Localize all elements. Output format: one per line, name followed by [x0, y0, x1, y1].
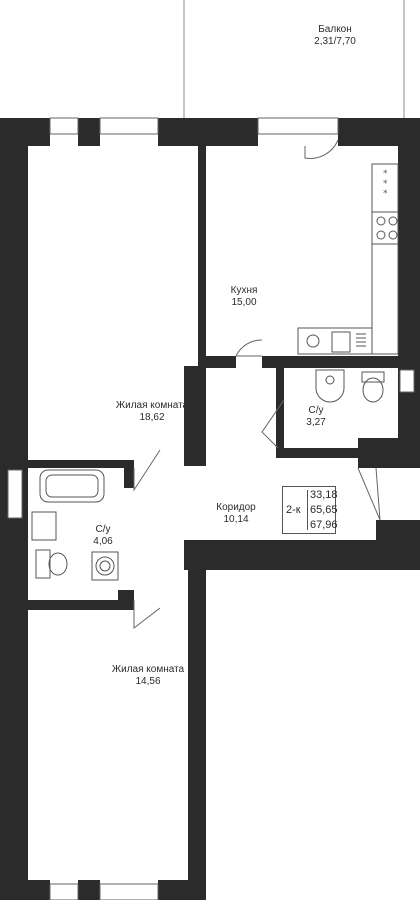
total-area-with-balcony: 67,96	[310, 519, 338, 531]
bathroom-2-label: С/у 4,06	[93, 524, 112, 548]
apartment-badge: 2-к 33,18 65,65 67,96	[282, 486, 338, 534]
balcony-name: Балкон	[318, 24, 352, 35]
kitchen-fixtures	[297, 163, 399, 355]
living-room-1-area: 18,62	[139, 412, 165, 423]
balcony-label: Балкон 2,31/7,70	[314, 24, 356, 48]
svg-text:*: *	[383, 179, 388, 189]
living-room-2-area: 14,56	[135, 676, 161, 687]
bathroom-1-label: С/у 3,27	[306, 405, 325, 429]
living-room-1-label: Жилая комната 18,62	[116, 400, 188, 424]
doors	[133, 139, 381, 630]
kitchen-area: 15,00	[231, 297, 257, 308]
exterior-walls	[0, 118, 420, 900]
kitchen-name: Кухня	[230, 285, 258, 296]
windows	[7, 117, 415, 900]
kitchen-label: Кухня 15,00	[231, 285, 258, 309]
total-area: 65,65	[310, 504, 338, 516]
bathroom-1-name: С/у	[308, 405, 324, 416]
corridor-area: 10,14	[223, 514, 249, 525]
badge-divider	[307, 490, 308, 530]
bathroom-2-fixtures	[31, 469, 119, 581]
bathroom-2-area: 4,06	[93, 536, 113, 547]
apartment-areas: 33,18 65,65 67,96	[310, 488, 338, 533]
balcony	[183, 0, 405, 118]
living-area: 33,18	[310, 489, 338, 501]
living-room-2-name: Жилая комната	[111, 664, 185, 675]
bathroom-2-name: С/у	[95, 524, 111, 535]
svg-text:*: *	[383, 169, 388, 179]
living-room-1-name: Жилая комната	[115, 400, 189, 411]
interior-walls	[28, 146, 398, 610]
living-room-2-label: Жилая комната 14,56	[112, 664, 184, 688]
bathroom-1-area: 3,27	[306, 417, 326, 428]
corridor-label: Коридор 10,14	[216, 502, 256, 526]
bathroom-1-fixtures	[315, 369, 385, 403]
svg-text:*: *	[383, 189, 388, 199]
apartment-type: 2-к	[286, 504, 301, 516]
balcony-area: 2,31/7,70	[314, 36, 356, 47]
corridor-name: Коридор	[216, 502, 256, 513]
kitchen-stars: * * *	[383, 169, 388, 199]
